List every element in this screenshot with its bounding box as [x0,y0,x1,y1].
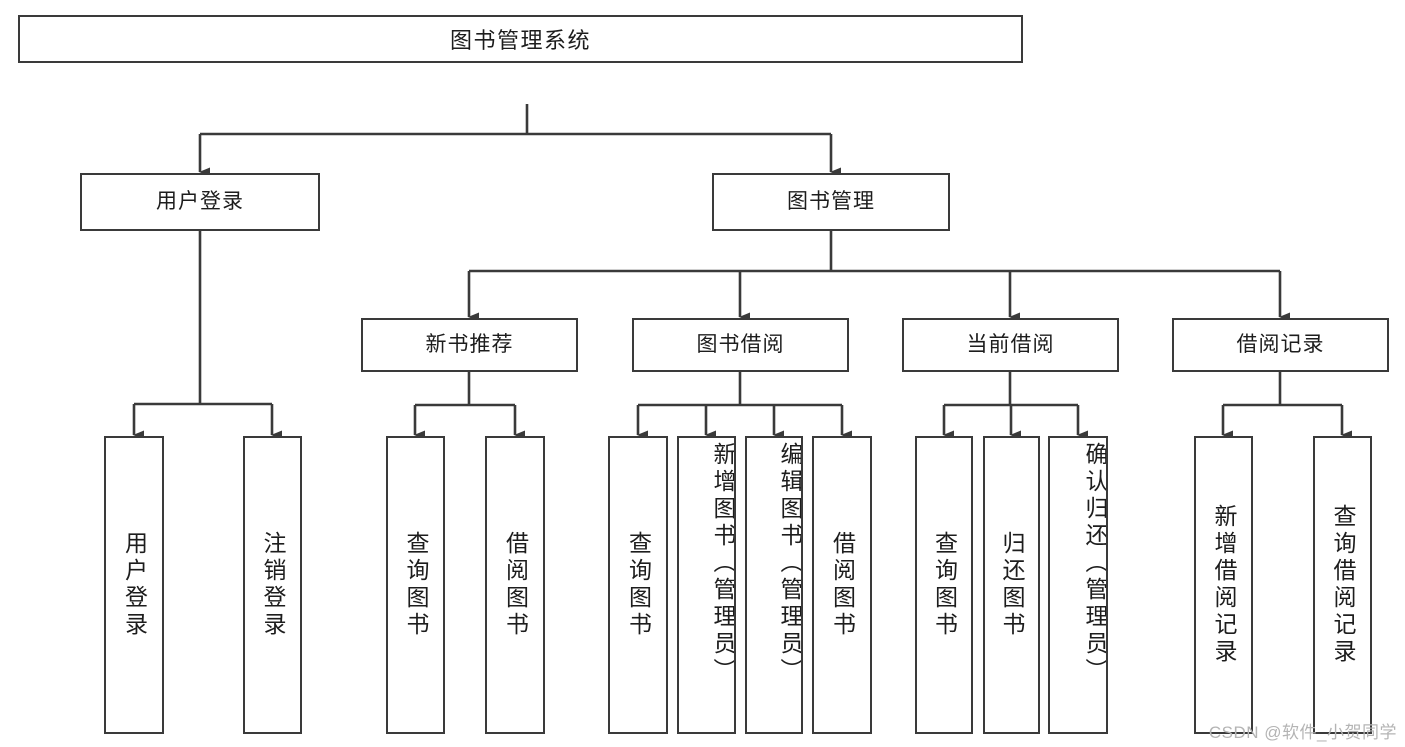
node-borrow-record[interactable]: 借阅记录 [1172,318,1389,372]
leaf-query-book-borrow[interactable]: 查询图书 [608,436,668,734]
leaf-return-book[interactable]: 归还图书 [983,436,1040,734]
leaf-add-borrow-record[interactable]: 新增借阅记录 [1194,436,1253,734]
node-book-manage[interactable]: 图书管理 [712,173,950,231]
leaf-edit-book-admin[interactable]: 编辑图书（管理员） [745,436,803,734]
leaf-confirm-return-admin[interactable]: 确认归还（管理员） [1048,436,1108,734]
leaf-borrow-book[interactable]: 借阅图书 [812,436,872,734]
node-user-login[interactable]: 用户登录 [80,173,320,231]
node-root[interactable]: 图书管理系统 [18,15,1023,63]
csdn-watermark: CSDN @软件_小贺同学 [1208,723,1397,742]
leaf-user-login[interactable]: 用户登录 [104,436,164,734]
node-book-borrow[interactable]: 图书借阅 [632,318,849,372]
leaf-borrow-book-recommend[interactable]: 借阅图书 [485,436,545,734]
leaf-add-book-admin[interactable]: 新增图书（管理员） [677,436,736,734]
leaf-query-borrow-record[interactable]: 查询借阅记录 [1313,436,1372,734]
leaf-logout[interactable]: 注销登录 [243,436,302,734]
leaf-query-book-current[interactable]: 查询图书 [915,436,973,734]
node-current-borrow[interactable]: 当前借阅 [902,318,1119,372]
leaf-query-book-recommend[interactable]: 查询图书 [386,436,445,734]
node-new-book-recommend[interactable]: 新书推荐 [361,318,578,372]
